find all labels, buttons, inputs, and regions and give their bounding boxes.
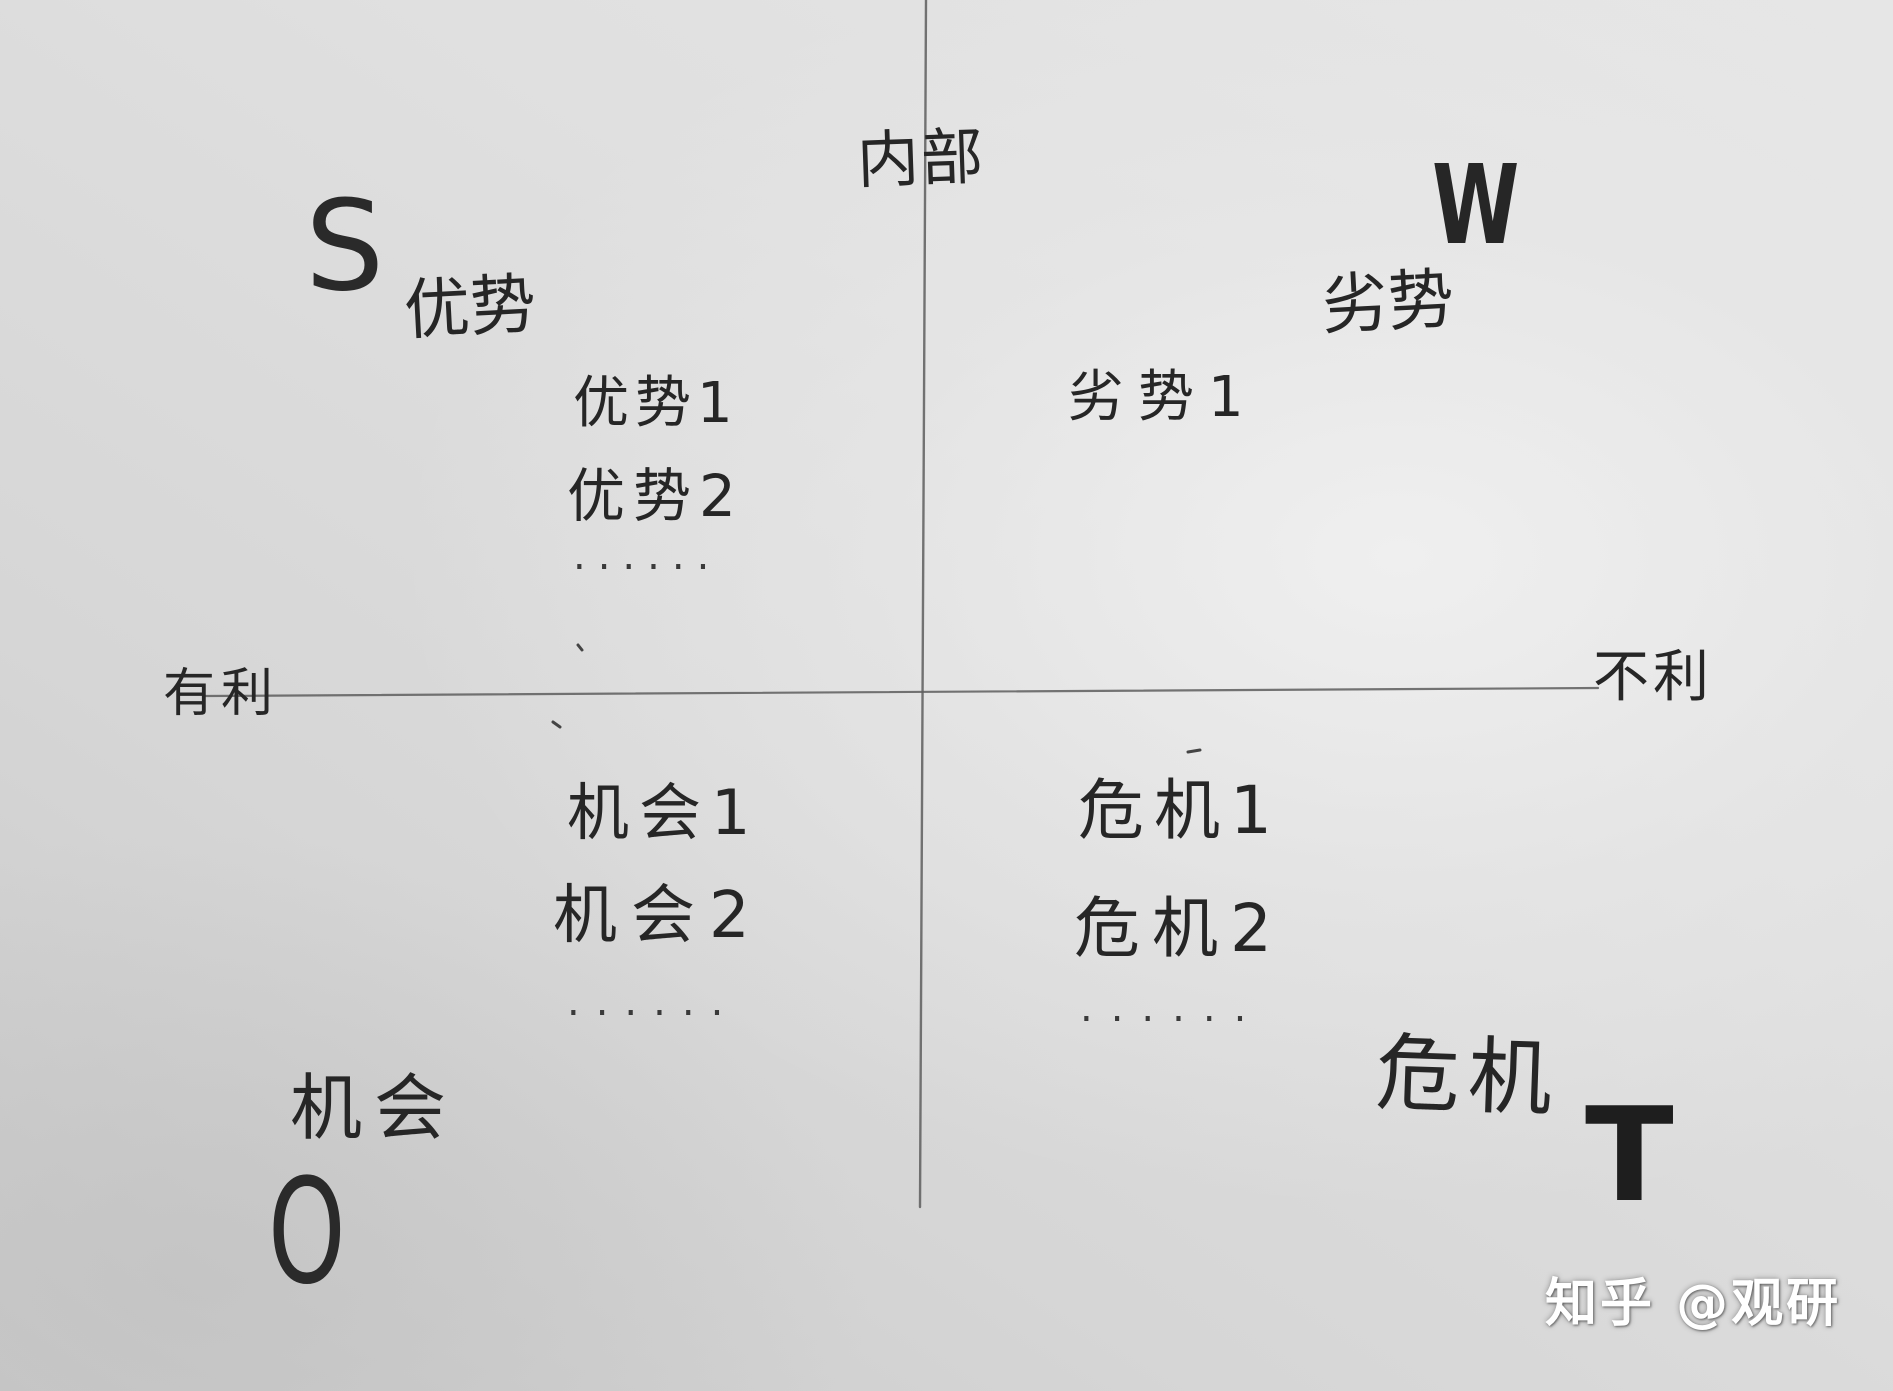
threats-letter: T (1585, 1079, 1674, 1231)
threats-item: 危机2 (1074, 890, 1284, 967)
vertical-axis-line (918, 0, 928, 1209)
strengths-item: 优势2 (567, 462, 744, 530)
pencil-mark (551, 720, 562, 729)
threats-item: 危机1 (1078, 772, 1282, 849)
strengths-item: 优势1 (573, 371, 739, 436)
watermark: 知乎 @观研 (1545, 1274, 1842, 1334)
weaknesses-item: 劣势1 (1068, 365, 1258, 430)
opportunities-letter: O (268, 1148, 346, 1317)
opportunities-item: 机会2 (553, 879, 764, 953)
opportunities-ellipsis: ...... (567, 979, 740, 1025)
pencil-mark (576, 643, 584, 652)
opportunities-title: 机会 (290, 1066, 459, 1150)
strengths-letter: S (305, 174, 385, 319)
horizontal-axis-line (203, 686, 1600, 698)
threats-ellipsis: ...... (1080, 985, 1265, 1031)
axis-label-unfavorable: 不利 (1593, 645, 1713, 710)
weaknesses-letter: W (1432, 141, 1520, 269)
threats-title: 危机 (1374, 1023, 1562, 1129)
strengths-ellipsis: ...... (573, 533, 722, 579)
pencil-mark (1186, 748, 1202, 754)
axis-label-favorable: 有利 (163, 664, 280, 724)
opportunities-item: 机会1 (567, 776, 761, 849)
